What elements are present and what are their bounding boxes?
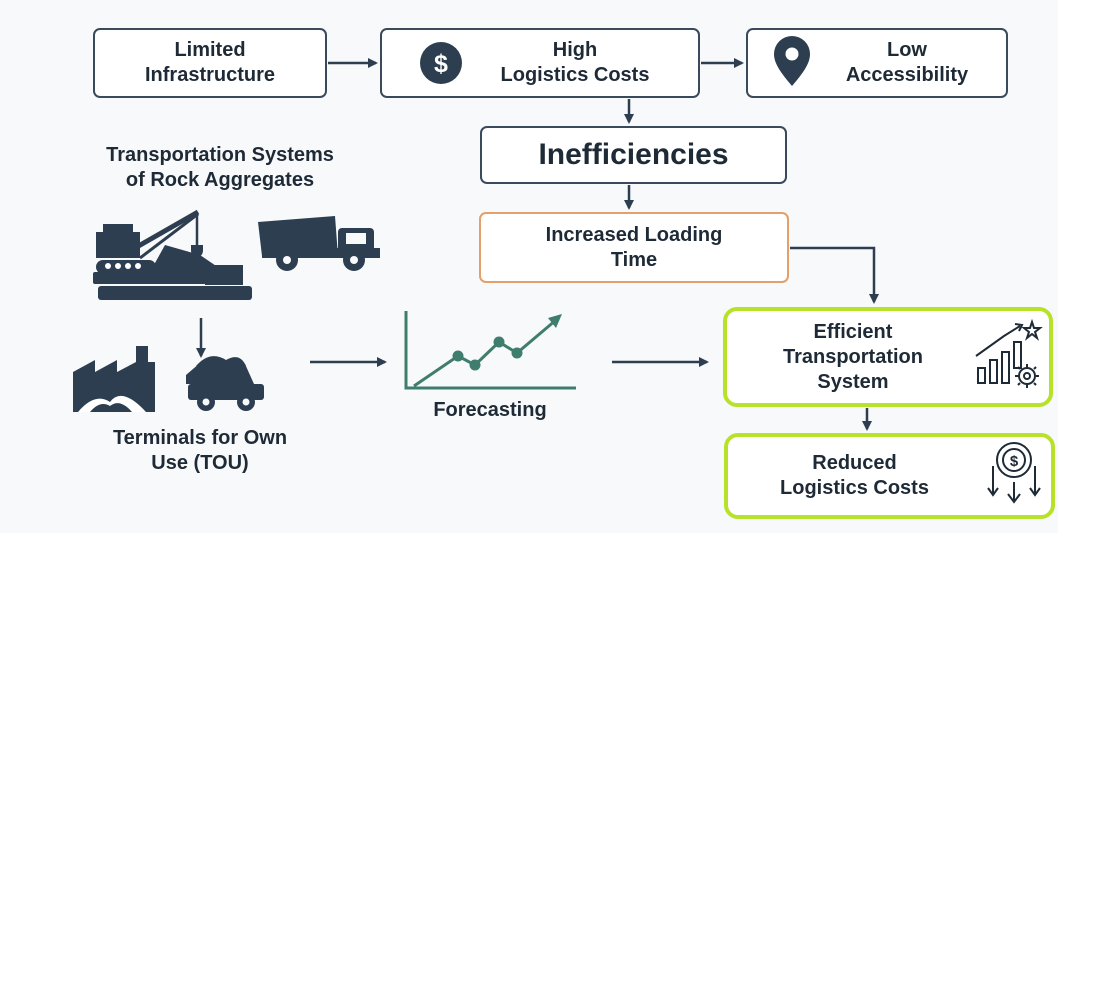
increased-loading-time-label: Increased Loading Time xyxy=(545,223,723,271)
growth-chart-gear-icon xyxy=(975,318,1043,388)
connectors xyxy=(196,58,879,431)
increased-loading-time-box: Increased Loading Time xyxy=(479,212,789,283)
crane-icon xyxy=(93,209,252,300)
dump-truck-icon xyxy=(258,216,380,271)
svg-text:$: $ xyxy=(1010,453,1019,470)
limited-infrastructure-box: Limited Infrastructure xyxy=(93,28,327,98)
efficient-transportation-system-box: Efficient Transportation System xyxy=(723,307,1053,407)
reduced-logistics-costs-box: Reduced Logistics Costs xyxy=(724,433,1055,519)
mining-truck-icon xyxy=(186,356,264,411)
line-chart-icon xyxy=(404,311,576,390)
arrow-loading-to-efficient xyxy=(790,246,879,304)
svg-text:$: $ xyxy=(434,50,448,78)
cost-reduction-icon: $ xyxy=(987,442,1041,504)
terminals-label: Terminals for Own Use (TOU) xyxy=(112,427,288,474)
inefficiencies-label: Inefficiencies xyxy=(538,138,729,171)
high-logistics-costs-label: High Logistics Costs xyxy=(500,39,650,86)
reduced-logistics-costs-label: Reduced Logistics Costs xyxy=(780,452,929,499)
location-pin-icon xyxy=(774,36,810,86)
low-accessibility-label: Low Accessibility xyxy=(845,39,969,86)
factory-icon xyxy=(73,346,155,412)
limited-infrastructure-label: Limited Infrastructure xyxy=(144,39,276,86)
dollar-icon: $ xyxy=(420,42,462,84)
efficient-transportation-system-label: Efficient Transportation System xyxy=(782,320,923,393)
transportation-systems-label: Transportation Systems of Rock Aggregate… xyxy=(106,144,334,191)
inefficiencies-box: Inefficiencies xyxy=(480,126,787,184)
forecasting-label: Forecasting xyxy=(433,399,547,421)
